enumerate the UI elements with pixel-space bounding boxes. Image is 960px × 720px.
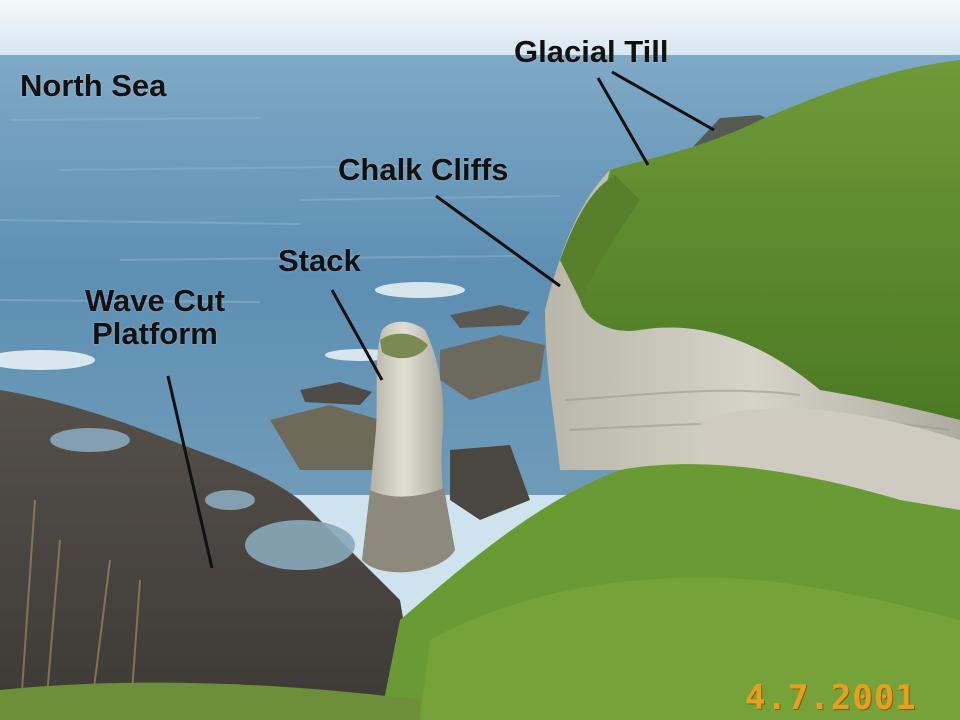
label-stack: Stack <box>278 243 361 278</box>
label-wave-cut-platform-line1: Wave Cut <box>84 283 226 318</box>
date-stamp: 4.7.2001 <box>745 678 917 718</box>
label-glacial-till: Glacial Till <box>514 34 669 69</box>
pointer-lines <box>166 70 715 569</box>
label-north-sea: North Sea <box>20 68 167 103</box>
surf-foam <box>0 282 465 370</box>
wave-cut-platform-pointer <box>166 375 214 569</box>
sea-ripples <box>0 117 561 303</box>
chalk-cliffs-pointer <box>435 194 561 288</box>
label-wave-cut-platform: Wave Cut Platform <box>70 283 240 351</box>
label-wave-cut-platform-line2: Platform <box>92 315 218 351</box>
label-chalk-cliffs: Chalk Cliffs <box>338 152 509 187</box>
stack-pointer <box>330 289 384 381</box>
tide-pools <box>50 428 355 570</box>
glacial-till-pointer-1 <box>596 77 650 166</box>
glacial-till-pointer-2 <box>611 70 715 132</box>
glacial-till-grass <box>580 60 960 420</box>
